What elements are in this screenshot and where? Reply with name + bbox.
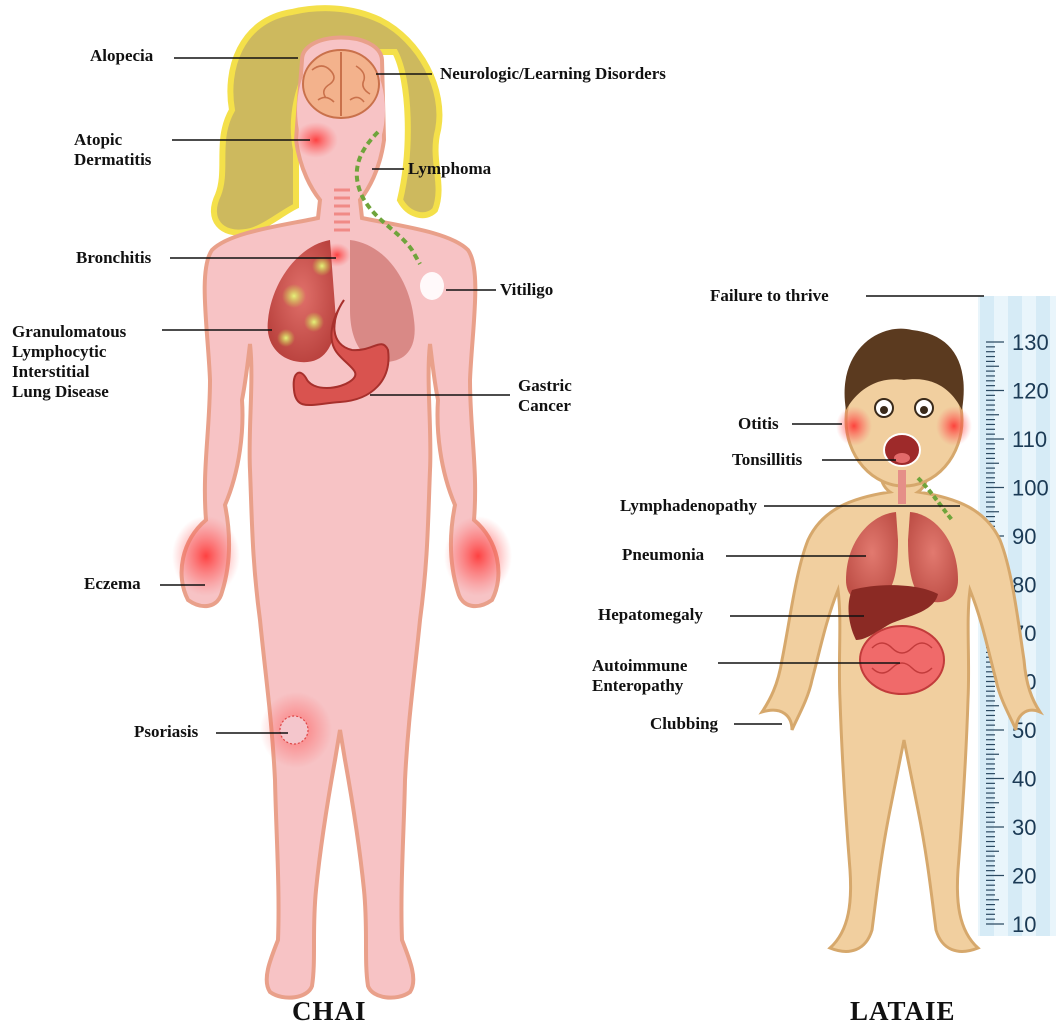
- label-lymphadenopathy: Lymphadenopathy: [620, 496, 757, 516]
- label-gastric-cancer: Gastric Cancer: [518, 376, 572, 416]
- label-tonsillitis: Tonsillitis: [732, 450, 802, 470]
- chai-figure: [172, 8, 512, 997]
- label-alopecia: Alopecia: [90, 46, 153, 66]
- label-otitis: Otitis: [738, 414, 779, 434]
- label-atopic-dermatitis: Atopic Dermatitis: [74, 130, 151, 170]
- eczema-glow-left: [172, 516, 240, 596]
- ruler-tick-label: 20: [1012, 864, 1036, 889]
- lataie-trachea: [898, 470, 906, 504]
- ruler-tick-label: 120: [1012, 379, 1049, 404]
- vitiligo-patch: [420, 272, 444, 300]
- otitis-glow-left: [836, 406, 872, 446]
- lung-patch: [304, 312, 324, 332]
- brain: [303, 50, 379, 118]
- ruler-tick-label: 40: [1012, 767, 1036, 792]
- label-vitiligo: Vitiligo: [500, 280, 553, 300]
- label-lymphoma: Lymphoma: [408, 159, 491, 179]
- label-pneumonia: Pneumonia: [622, 545, 704, 565]
- ruler-tick-label: 100: [1012, 476, 1049, 501]
- label-eczema: Eczema: [84, 574, 141, 594]
- label-glild: Granulomatous Lymphocytic Interstitial L…: [12, 322, 126, 402]
- label-autoimmune-enteropathy: Autoimmune Enteropathy: [592, 656, 687, 696]
- label-neurologic-disorders: Neurologic/Learning Disorders: [440, 64, 666, 84]
- eczema-glow-right: [444, 516, 512, 596]
- ruler-tick-label: 130: [1012, 330, 1049, 355]
- ruler-tick-label: 80: [1012, 573, 1036, 598]
- intestines: [860, 626, 944, 694]
- lung-patch: [277, 329, 295, 347]
- label-psoriasis: Psoriasis: [134, 722, 198, 742]
- psoriasis-plaque: [280, 716, 308, 744]
- lung-patch: [312, 256, 332, 276]
- label-hepatomegaly: Hepatomegaly: [598, 605, 703, 625]
- label-clubbing: Clubbing: [650, 714, 718, 734]
- label-bronchitis: Bronchitis: [76, 248, 151, 268]
- label-failure-to-thrive: Failure to thrive: [710, 286, 829, 306]
- otitis-glow-right: [936, 406, 972, 446]
- ruler-tick-label: 10: [1012, 912, 1036, 937]
- chai-title: CHAI: [292, 996, 367, 1026]
- ruler-tick-label: 30: [1012, 815, 1036, 840]
- lataie-title: LATAIE: [850, 996, 956, 1026]
- ruler-tick-label: 90: [1012, 524, 1036, 549]
- lung-patch: [282, 284, 306, 308]
- ruler-tick-label: 110: [1012, 427, 1047, 452]
